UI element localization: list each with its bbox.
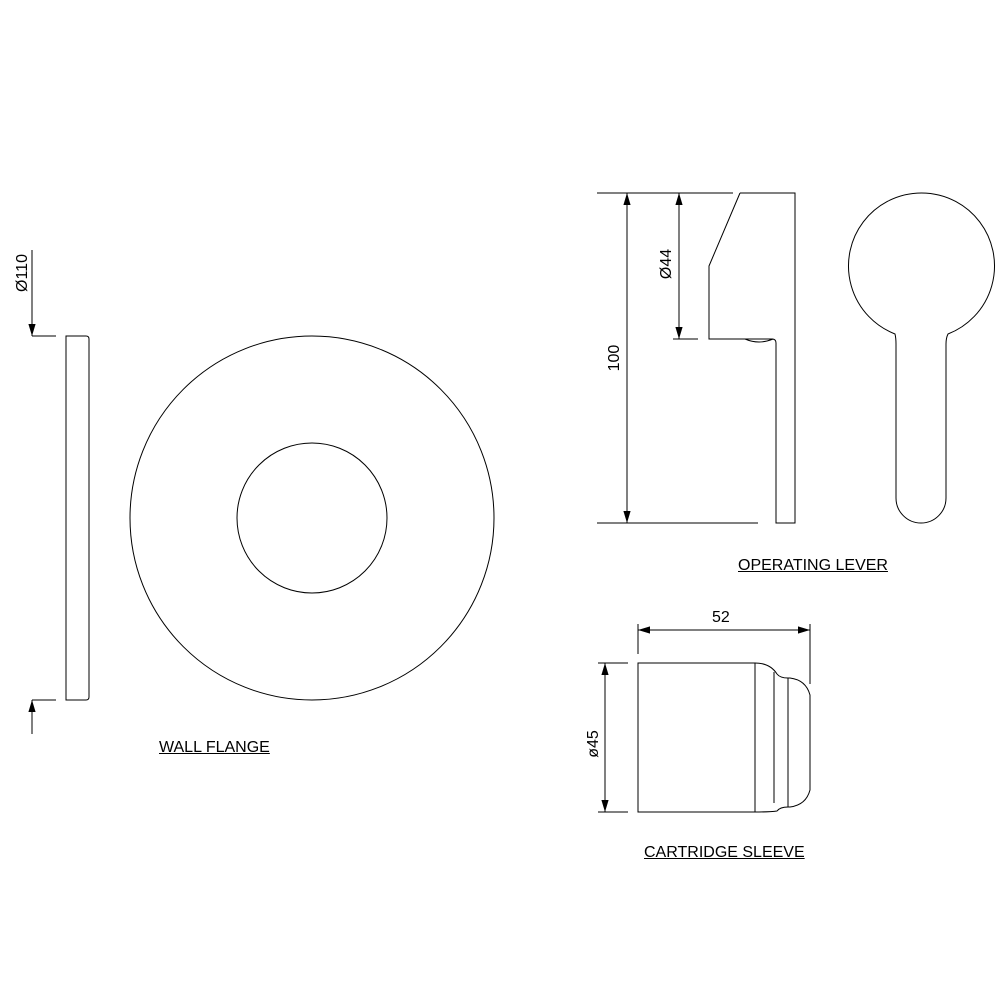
operating-lever-title: OPERATING LEVER <box>738 557 888 574</box>
wall-flange-dimension-110 <box>28 250 56 734</box>
flange-diameter-dimension-text: Ø110 <box>14 254 31 292</box>
cartridge-sleeve-dimension-52 <box>637 624 811 684</box>
cartridge-sleeve-dimension-45 <box>598 662 628 813</box>
wall-flange-front-view <box>129 335 495 701</box>
operating-lever-front-view <box>848 192 995 524</box>
lever-height-dimension-text: 100 <box>606 344 623 372</box>
sleeve-length-dimension-text: 52 <box>712 609 730 626</box>
sleeve-diameter-dimension-text: ø45 <box>585 730 602 758</box>
wall-flange-title: WALL FLANGE <box>159 739 270 756</box>
operating-lever-dimension-44 <box>673 193 698 340</box>
lever-diameter-dimension-text: Ø44 <box>658 248 675 280</box>
cartridge-sleeve-body <box>637 662 811 813</box>
wall-flange-side-view <box>65 335 90 701</box>
operating-lever-dimension-100 <box>597 192 758 524</box>
operating-lever-side-view <box>708 192 796 524</box>
cartridge-sleeve-title: CARTRIDGE SLEEVE <box>644 844 805 861</box>
